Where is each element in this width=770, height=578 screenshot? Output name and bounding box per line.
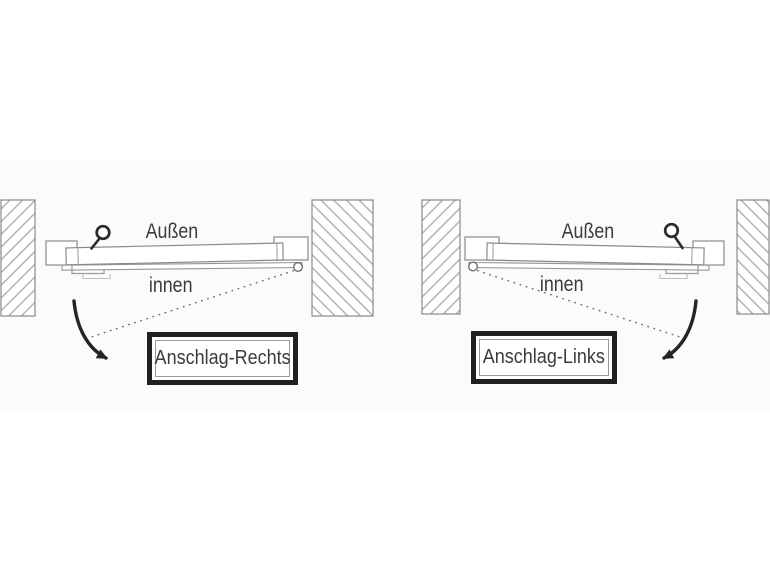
hinge-left-label-box: Anschlag-Links [471, 331, 617, 384]
hinge-pivot-icon [293, 262, 304, 273]
background-band [0, 160, 770, 410]
diagram-hinge-left [421, 199, 770, 360]
wall-left-hatched [0, 199, 36, 317]
outside-label: Außen [561, 220, 615, 243]
wall-left-hatched [421, 199, 461, 315]
hinge-left-label: Anschlag-Links [482, 346, 606, 368]
hinge-right-label: Anschlag-Rechts [154, 347, 291, 369]
door-leaf [65, 242, 284, 266]
seal-profile-outer [659, 273, 688, 280]
hinge-pivot-icon [468, 261, 479, 272]
wall-right-hatched [311, 199, 374, 317]
knob-icon [90, 224, 111, 250]
outside-label: Außen [145, 220, 199, 243]
hinge-left-label-box-inner: Anschlag-Links [479, 339, 609, 376]
curved-arrow-icon [72, 299, 108, 360]
door-leaf [486, 242, 705, 266]
curved-arrow-icon [662, 299, 698, 360]
hinge-right-label-box-inner: Anschlag-Rechts [154, 340, 291, 377]
hinge-right-label-box: Anschlag-Rechts [147, 332, 298, 385]
seal-profile [71, 264, 105, 275]
diagram-hinge-right [0, 199, 374, 360]
seal-profile-outer [82, 273, 111, 280]
inside-label: innen [149, 274, 193, 297]
inside-label: innen [540, 273, 584, 296]
seal-profile [665, 264, 699, 275]
wall-right-hatched [736, 199, 770, 315]
knob-icon [663, 222, 684, 250]
